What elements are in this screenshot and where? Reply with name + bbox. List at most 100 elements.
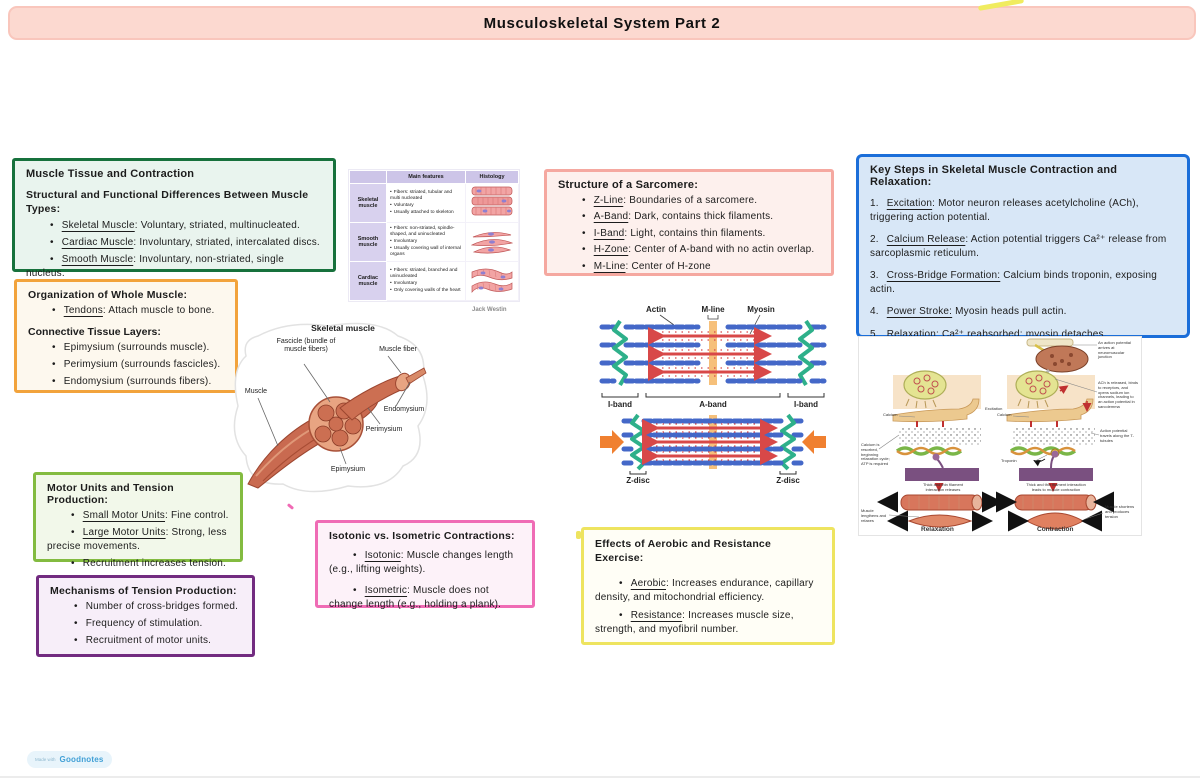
sarcomere-box: Structure of a Sarcomere: •Z-Line: Bound… <box>544 169 834 276</box>
bullet-icon: • <box>619 578 623 590</box>
caption-contraction: Contraction <box>1037 526 1074 533</box>
label-endomysium: Endomysium <box>383 406 425 413</box>
table-row: Smooth muscle •Fibers: non-striated, spi… <box>349 222 519 262</box>
bullet-icon: • <box>71 527 75 538</box>
label-actin: Actin <box>646 305 666 314</box>
box-subtitle: Connective Tissue Layers: <box>28 326 161 338</box>
box-title: Structure of a Sarcomere: <box>558 179 699 191</box>
label-i-band-right: I-band <box>794 400 818 409</box>
bullet-icon: • <box>52 342 56 353</box>
step-item: 2.Calcium Release: Action potential trig… <box>870 234 1167 259</box>
list-item: •Cardiac Muscle: Involuntary, striated, … <box>50 237 320 249</box>
physiology-illustration <box>877 338 1114 532</box>
annotation-muscle-shortens: Muscle shortens and produces tension <box>1105 504 1135 519</box>
annotation-filament-release: Thick and thin filament interaction rele… <box>922 482 964 492</box>
highlighter-mark <box>576 531 581 539</box>
histology-image-smooth <box>465 222 519 262</box>
motor-units-box: Motor Units and Tension Production: •Sma… <box>33 472 243 569</box>
annotation-troponin: Troponin <box>1001 458 1017 463</box>
list-item: •Z-Line: Boundaries of a sarcomere. <box>582 194 758 206</box>
caption-relaxation: Relaxation <box>921 526 954 533</box>
step-item: 4.Power Stroke: Myosin heads pull actin. <box>870 306 1067 317</box>
bullet-icon: • <box>71 510 75 521</box>
box-title: Isotonic vs. Isometric Contractions: <box>329 530 515 542</box>
step-item: 1.Excitation: Motor neuron releases acet… <box>870 198 1139 223</box>
box-title: Key Steps in Skeletal Muscle Contraction… <box>870 164 1118 188</box>
box-title: Muscle Tissue and Contraction <box>26 168 195 180</box>
row-label: Smooth muscle <box>349 222 387 262</box>
bullet-icon: • <box>619 610 623 622</box>
list-item: •Endomysium (surrounds fibers). <box>52 376 212 387</box>
step-item: 3.Cross-Bridge Formation: Calcium binds … <box>870 270 1157 295</box>
list-item: •H-Zone: Center of A-band with no actin … <box>582 244 815 255</box>
table-header-row: Main features Histology <box>349 170 519 184</box>
annotation-ap-travels: Action potential travels along the T-tub… <box>1100 428 1134 443</box>
row-label: Cardiac muscle <box>349 261 387 301</box>
bullet-icon: • <box>582 227 586 239</box>
table-row: Cardiac muscle •Fibers: striated, branch… <box>349 261 519 301</box>
step-item: 5.Relaxation: Ca²⁺ reabsorbed; myosin de… <box>870 328 1107 340</box>
label-epimysium: Epimysium <box>330 466 366 473</box>
bullet-icon: • <box>582 211 586 222</box>
corner-cell <box>349 170 387 184</box>
list-item: •Tendons: Attach muscle to bone. <box>52 305 215 316</box>
list-item: •Perimysium (surrounds fascicles). <box>52 359 221 370</box>
image-credit: Jack Westin <box>472 307 507 313</box>
list-item: •Isotonic: Muscle changes length (e.g., … <box>329 550 514 575</box>
anatomy-illustration <box>233 322 428 493</box>
list-item: •Isometric: Muscle does not change lengt… <box>329 585 502 610</box>
label-perimysium: Perimysium <box>365 426 403 433</box>
sarcomere-diagram: Actin M-line Myosin I-band A-band I-band… <box>598 303 828 485</box>
excitation-contraction-diagram: An action potential arrives at neuromusc… <box>858 336 1142 536</box>
list-item: •Recruitment of motor units. <box>74 635 212 646</box>
bullet-icon: • <box>52 376 56 387</box>
annotation-ap-arrives: An action potential arrives at neuromusc… <box>1098 340 1131 360</box>
exercise-effects-box: Effects of Aerobic and Resistance Exerci… <box>581 527 835 645</box>
label-z-disc-left: Z-disc <box>626 476 650 485</box>
goodnotes-badge: Made with Goodnotes <box>27 751 112 768</box>
pen-mark <box>286 503 295 510</box>
histology-image-skeletal <box>465 183 519 223</box>
box-title: Mechanisms of Tension Production: <box>50 585 237 597</box>
page-title: Musculoskeletal System Part 2 <box>483 14 721 32</box>
list-item: •Resistance: Increases muscle size, stre… <box>595 610 794 636</box>
label-muscle: Muscle <box>244 388 268 395</box>
organization-box: Organization of Whole Muscle: •Tendons: … <box>14 279 238 393</box>
list-item: •Aerobic: Increases endurance, capillary… <box>595 578 814 604</box>
muscle-tissue-box: Muscle Tissue and Contraction Structural… <box>12 158 336 279</box>
bullet-icon: • <box>74 601 78 612</box>
annotation-calcium-resorbed: Calcium is resorbed, beginning relaxatio… <box>861 442 890 467</box>
muscle-types-table: Main features Histology Skeletal muscle … <box>348 169 520 302</box>
bullet-icon: • <box>50 237 54 249</box>
table-row: Skeletal muscle •Fibers: striated, tubul… <box>349 183 519 223</box>
list-item: •Small Motor Units: Fine control. <box>71 510 229 521</box>
bullet-icon: • <box>52 359 56 370</box>
label-fascicle: Fascicle (bundle of muscle fibers) <box>276 338 336 353</box>
bullet-icon: • <box>74 618 78 629</box>
col-header-features: Main features <box>386 170 466 184</box>
made-with-label: Made with <box>35 757 56 762</box>
list-item: •M-Line: Center of H-zone <box>582 260 711 272</box>
skeletal-muscle-anatomy-diagram: Skeletal muscle Fascicle (bundle of musc… <box>228 316 433 498</box>
features-cell: •Fibers: striated, tubular and multi nuc… <box>386 183 466 223</box>
bullet-icon: • <box>582 244 586 255</box>
annotation-calcium-left: Calcium <box>883 412 898 417</box>
list-item: •Skeletal Muscle: Voluntary, striated, m… <box>50 220 301 232</box>
isotonic-isometric-box: Isotonic vs. Isometric Contractions: •Is… <box>315 520 535 610</box>
bullet-icon: • <box>50 254 54 266</box>
box-title: Motor Units and Tension Production: <box>47 482 174 506</box>
list-item: •Recruitment increases tension. <box>71 558 226 569</box>
list-item: •Number of cross-bridges formed. <box>74 601 239 612</box>
histology-image-cardiac <box>465 261 519 301</box>
bullet-icon: • <box>582 260 586 272</box>
box-title: Effects of Aerobic and Resistance Exerci… <box>595 538 772 565</box>
annotation-excitation: Excitation <box>985 406 1003 411</box>
annotation-filament-contract: Thick and thin filament interaction lead… <box>1026 482 1086 492</box>
bullet-icon: • <box>74 635 78 646</box>
tension-mechanisms-box: Mechanisms of Tension Production: •Numbe… <box>36 575 255 657</box>
features-cell: •Fibers: non-striated, spindle-shaped, a… <box>386 222 466 262</box>
bullet-icon: • <box>353 550 357 561</box>
row-label: Skeletal muscle <box>349 183 387 223</box>
key-steps-box: Key Steps in Skeletal Muscle Contraction… <box>856 154 1190 340</box>
list-item: •Epimysium (surrounds muscle). <box>52 342 210 353</box>
